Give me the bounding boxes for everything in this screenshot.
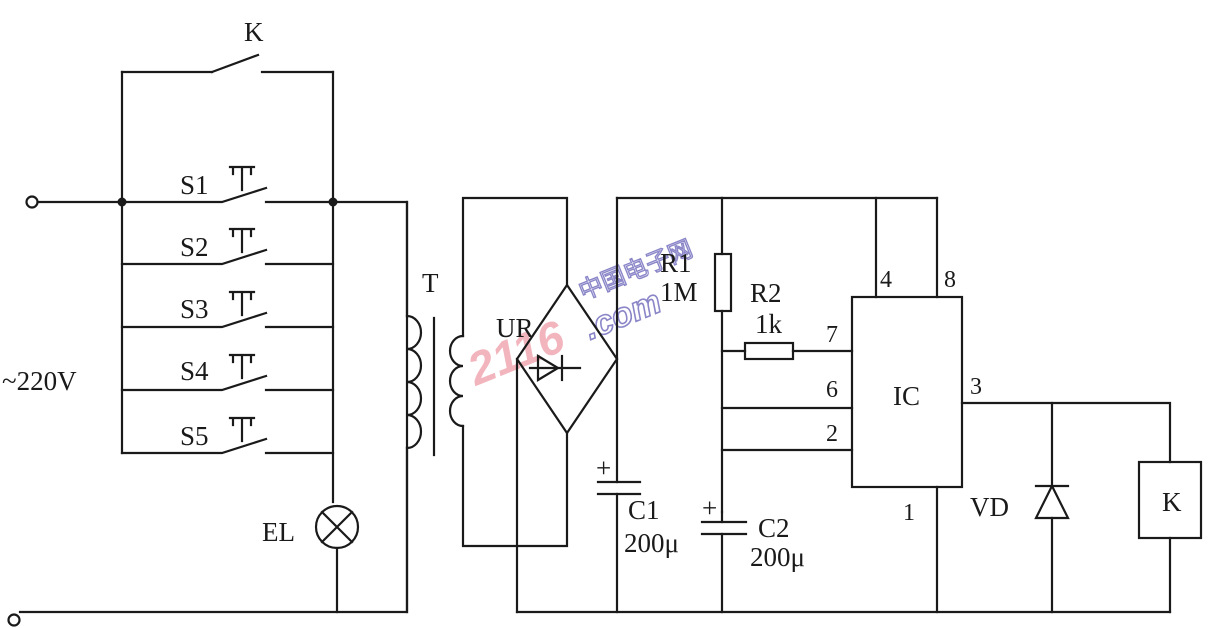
label-relay-coil: K (1162, 487, 1182, 517)
ic-pin-6: 6 (826, 377, 838, 403)
label-r1-name: R1 (660, 248, 692, 278)
label-s5: S5 (180, 421, 209, 451)
label-c2-name: C2 (758, 513, 790, 543)
resistor-r2 (720, 341, 854, 361)
label-s2: S2 (180, 232, 209, 262)
label-s4: S4 (180, 356, 209, 386)
supply-rails (515, 196, 1172, 614)
resistor-r1 (713, 196, 733, 514)
label-s3: S3 (180, 294, 209, 324)
label-relay-contact: K (244, 17, 264, 47)
ic-pin-3: 3 (970, 374, 982, 400)
label-c1-plus: + (596, 453, 611, 483)
push-switch-s5 (120, 416, 335, 455)
label-c1-name: C1 (628, 495, 660, 525)
diode-vd (1034, 401, 1070, 614)
output-wiring (960, 401, 1172, 614)
ic-input-wiring (720, 196, 939, 614)
ic-pin-2: 2 (826, 421, 838, 447)
label-diode: VD (970, 492, 1009, 522)
label-ic: IC (893, 381, 920, 411)
relay-coil-k (1137, 460, 1203, 540)
label-bridge: UR (496, 313, 534, 343)
transformer-t (405, 196, 569, 614)
label-mains: ~220V (2, 366, 77, 396)
ic-pin-7: 7 (826, 322, 838, 348)
switch-bank-wiring (117, 53, 338, 504)
bridge-rectifier-ur (515, 196, 619, 614)
lamp-el (314, 504, 360, 614)
ic-pin-4: 4 (880, 267, 892, 293)
label-s1: S1 (180, 170, 209, 200)
ic-pin-1: 1 (903, 500, 915, 526)
push-switch-s2 (120, 227, 335, 266)
push-switch-s1 (120, 165, 335, 204)
label-transformer: T (422, 268, 439, 298)
label-r2-name: R2 (750, 278, 782, 308)
ic-pin-8: 8 (944, 267, 956, 293)
capacitor-c1 (596, 357, 642, 614)
label-c1-value: 200μ (624, 528, 679, 558)
label-c2-plus: + (702, 493, 717, 523)
push-switch-s3 (120, 290, 335, 329)
label-lamp: EL (262, 517, 295, 547)
ic-555 (850, 295, 964, 489)
label-c2-value: 200μ (750, 542, 805, 572)
push-switch-s4 (120, 353, 335, 392)
mains-terminals (7, 195, 409, 627)
capacitor-c2 (700, 510, 748, 614)
label-r2-value: 1k (755, 309, 783, 339)
label-r1-value: 1M (660, 277, 698, 307)
